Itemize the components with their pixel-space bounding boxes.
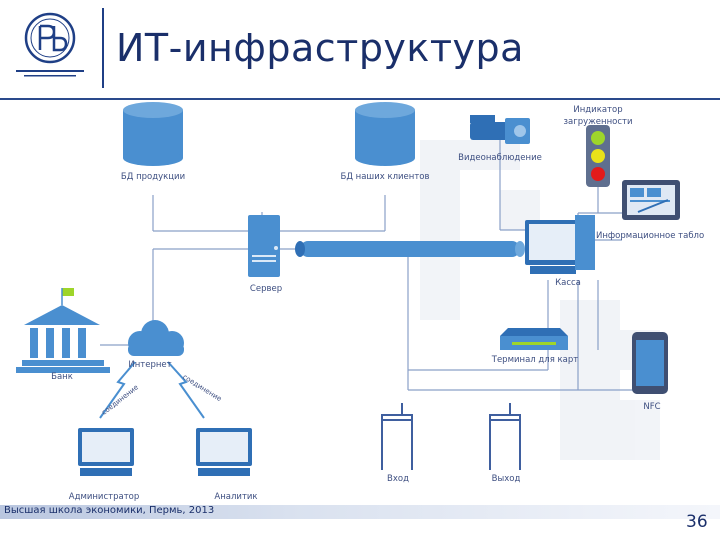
payment-terminal-icon — [500, 328, 568, 350]
diagram-canvas — [16, 102, 680, 476]
info-board-icon — [622, 180, 680, 220]
camera-label: Видеонаблюдение — [458, 153, 542, 163]
footer-text: Высшая школа экономики, Пермь, 2013 — [4, 505, 215, 516]
exit-gate-icon — [489, 403, 521, 470]
it-infrastructure-diagram: БД продукции БД наших клиентов Видеонабл… — [0, 100, 720, 505]
db-products-icon — [123, 102, 183, 166]
header: ИТ-инфраструктура — [0, 0, 720, 98]
server-label: Сервер — [249, 284, 283, 294]
network-bus-icon — [295, 241, 525, 257]
nfc-label: NFC — [643, 402, 661, 412]
internet-cloud-icon — [128, 320, 184, 356]
db-customers-label: БД наших клиентов — [340, 172, 430, 182]
nfc-phone-icon — [632, 332, 668, 394]
bank-label: Банк — [51, 372, 73, 382]
header-rule — [0, 98, 720, 100]
internet-label: Интернет — [128, 360, 172, 370]
entry-gate-icon — [381, 403, 413, 470]
traffic-light-label: Индикатор загруженности — [563, 105, 633, 127]
info-board-label: Информационное табло — [596, 231, 705, 241]
header-separator — [102, 8, 104, 88]
admin-computer-icon — [78, 428, 134, 476]
page-title: ИТ-инфраструктура — [116, 26, 524, 70]
entry-label: Вход — [387, 474, 409, 484]
db-customers-icon — [355, 102, 415, 166]
video-camera-icon — [470, 115, 530, 144]
bank-icon — [16, 288, 110, 373]
analyst-label: Аналитик — [214, 492, 258, 502]
traffic-light-icon — [586, 125, 610, 187]
analyst-computer-icon — [196, 428, 252, 476]
db-products-label: БД продукции — [120, 172, 186, 182]
payment-terminal-label: Терминал для карт — [491, 355, 579, 365]
cashier-label: Касса — [555, 278, 581, 288]
footer-bar — [0, 505, 720, 519]
university-logo — [16, 12, 84, 77]
exit-label: Выход — [491, 474, 521, 484]
page-number: 36 — [686, 512, 708, 532]
server-icon — [248, 215, 280, 277]
wireless-links — [99, 361, 205, 419]
admin-label: Администратор — [68, 492, 140, 502]
cashier-monitor-icon — [525, 215, 595, 274]
